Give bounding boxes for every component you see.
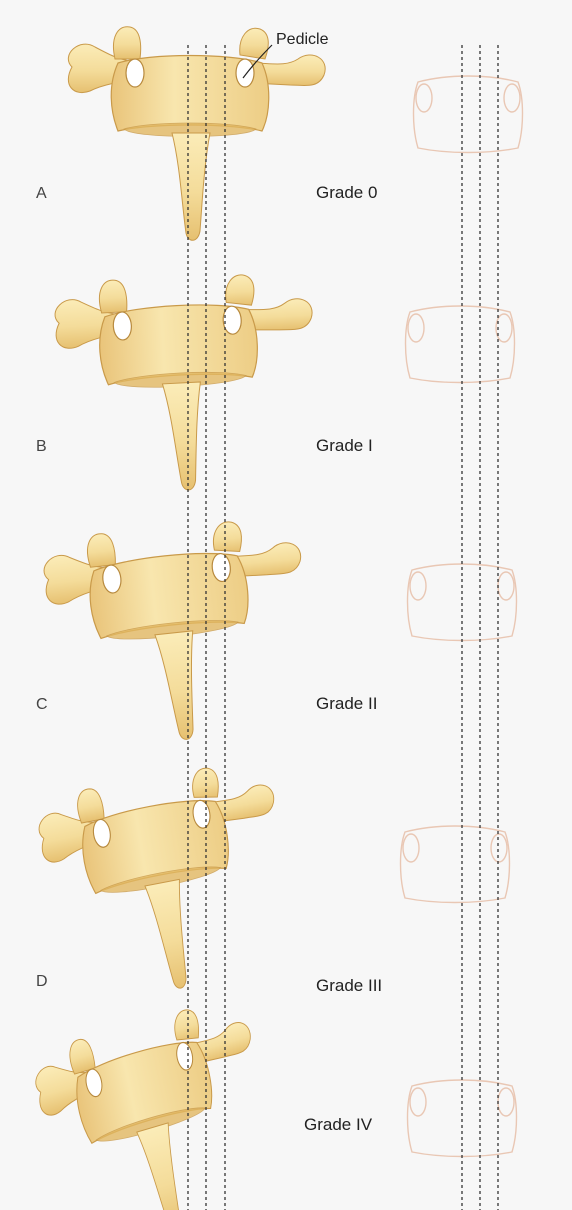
pedicle-label: Pedicle [276,31,329,48]
vertebra-d [34,755,301,1010]
right-guide-lines [462,45,498,1210]
grade-3-label: Grade III [316,976,382,995]
vertebra-b [53,270,321,497]
outline-d [401,826,510,903]
vertebra-e [29,992,285,1210]
letter-c: C [36,696,48,713]
letter-b: B [36,438,47,455]
outline-a [414,76,523,153]
vertebra-a [68,27,325,240]
grade-4-label: Grade IV [304,1115,373,1134]
grade-0-label: Grade 0 [316,183,377,202]
grade-1-label: Grade I [316,436,373,455]
grade-2-label: Grade II [316,694,377,713]
letter-a: A [36,185,47,202]
letter-d: D [36,973,48,990]
vertebra-c [41,513,319,752]
